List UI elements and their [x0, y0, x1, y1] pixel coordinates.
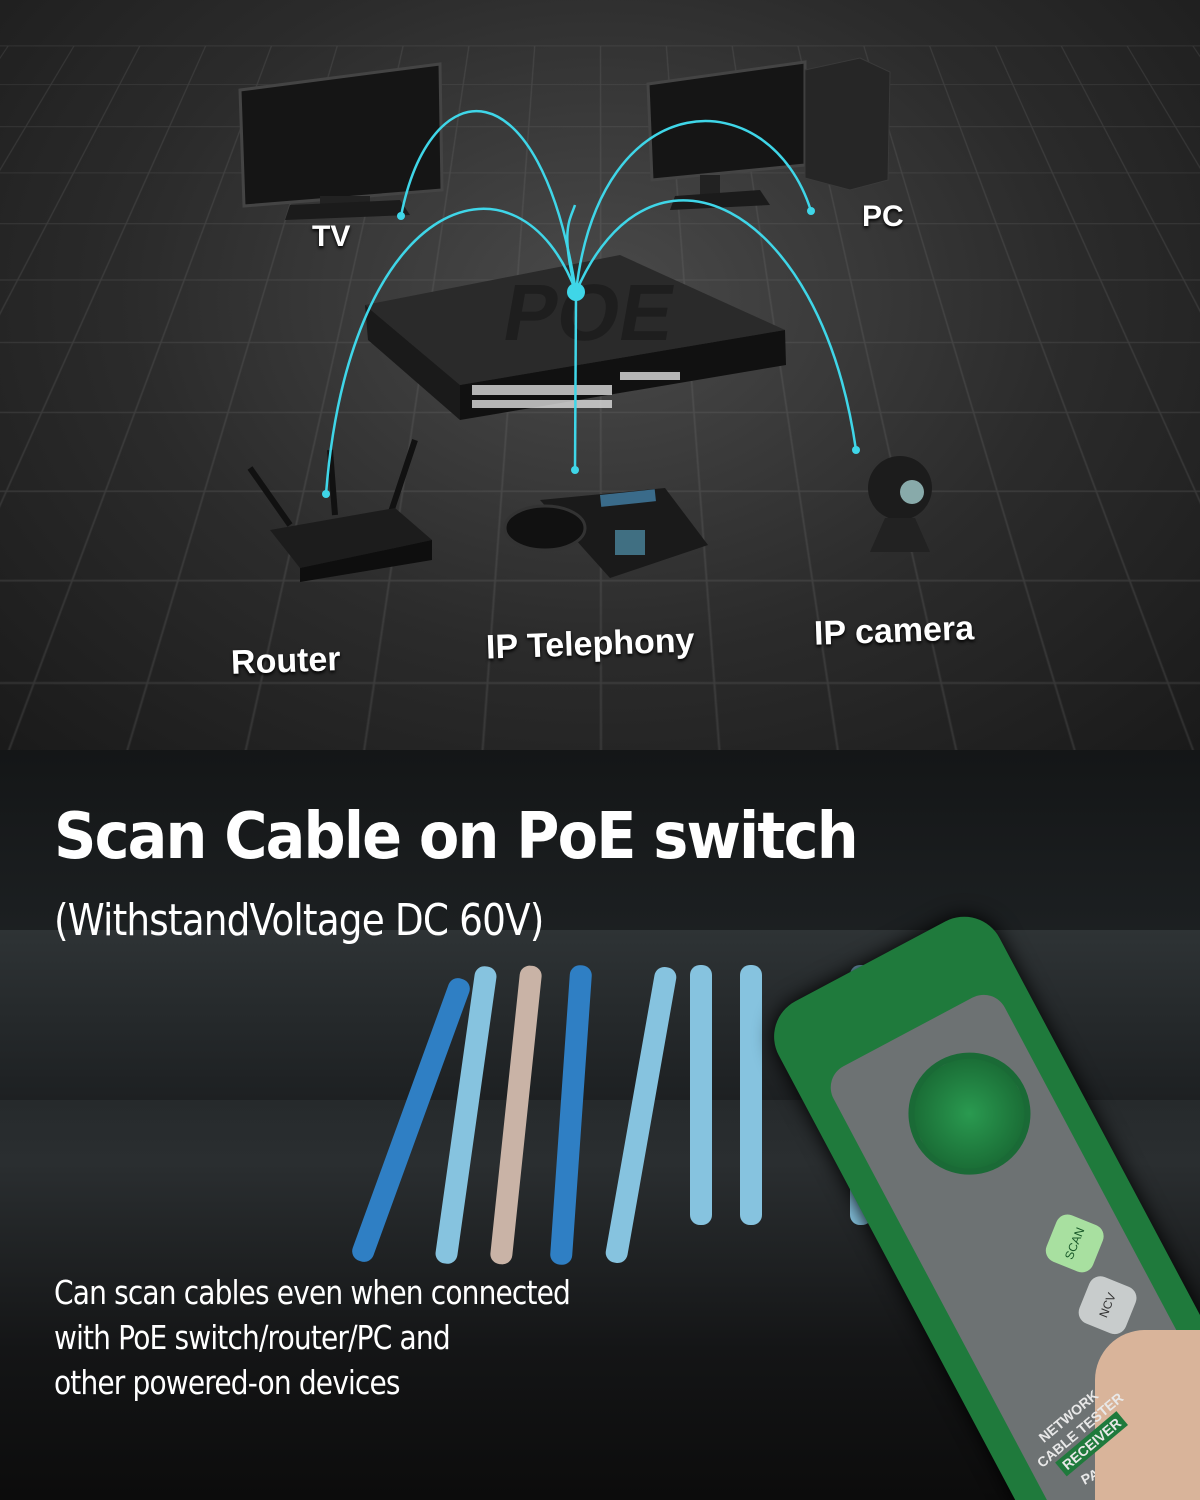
- link-tv: [399, 110, 578, 293]
- link-camera: [574, 199, 858, 451]
- product-feature-section: Scan Cable on PoE switch (WithstandVolta…: [0, 750, 1200, 1500]
- body-line: other powered-on devices: [54, 1363, 400, 1402]
- router-icon: [247, 439, 432, 582]
- ncv-button-label: NCV: [1096, 1290, 1119, 1320]
- hub-node: [567, 283, 585, 301]
- poe-switch-label: POE: [497, 269, 682, 358]
- scan-button[interactable]: SCAN: [1042, 1210, 1108, 1276]
- cable: [740, 965, 762, 1225]
- tv-icon: [238, 62, 444, 220]
- feature-description: Can scan cables even when connected with…: [54, 1270, 571, 1405]
- link-node: [852, 446, 860, 454]
- body-line: with PoE switch/router/PC and: [54, 1318, 451, 1357]
- ip-camera-icon: [868, 456, 932, 552]
- link-node: [807, 207, 815, 215]
- link-node: [571, 466, 579, 474]
- device-label-router: Router: [230, 640, 342, 682]
- device-label-ip-telephony: IP Telephony: [485, 621, 696, 667]
- link-stub: [566, 204, 578, 293]
- cable: [690, 965, 712, 1225]
- headline: Scan Cable on PoE switch: [54, 800, 859, 874]
- device-label-tv: TV: [312, 220, 351, 253]
- sensitivity-knob[interactable]: [886, 1031, 1052, 1197]
- device-label-pc: PC: [862, 200, 904, 233]
- pc-icon: [646, 57, 891, 210]
- link-node: [322, 490, 330, 498]
- subtitle: (WithstandVoltage DC 60V): [54, 895, 544, 946]
- poe-diagram-section: POE: [0, 0, 1200, 750]
- device-illustration: POE: [238, 57, 932, 582]
- ncv-button[interactable]: NCV: [1075, 1272, 1141, 1338]
- scan-button-label: SCAN: [1061, 1225, 1088, 1262]
- link-telephony: [573, 291, 578, 471]
- link-node: [397, 212, 405, 220]
- link-router: [324, 207, 578, 495]
- body-line: Can scan cables even when connected: [54, 1273, 571, 1312]
- link-pc: [574, 119, 813, 293]
- poe-links: [324, 110, 858, 495]
- device-label-ip-camera: IP camera: [813, 609, 975, 653]
- ip-phone-icon: [503, 488, 708, 578]
